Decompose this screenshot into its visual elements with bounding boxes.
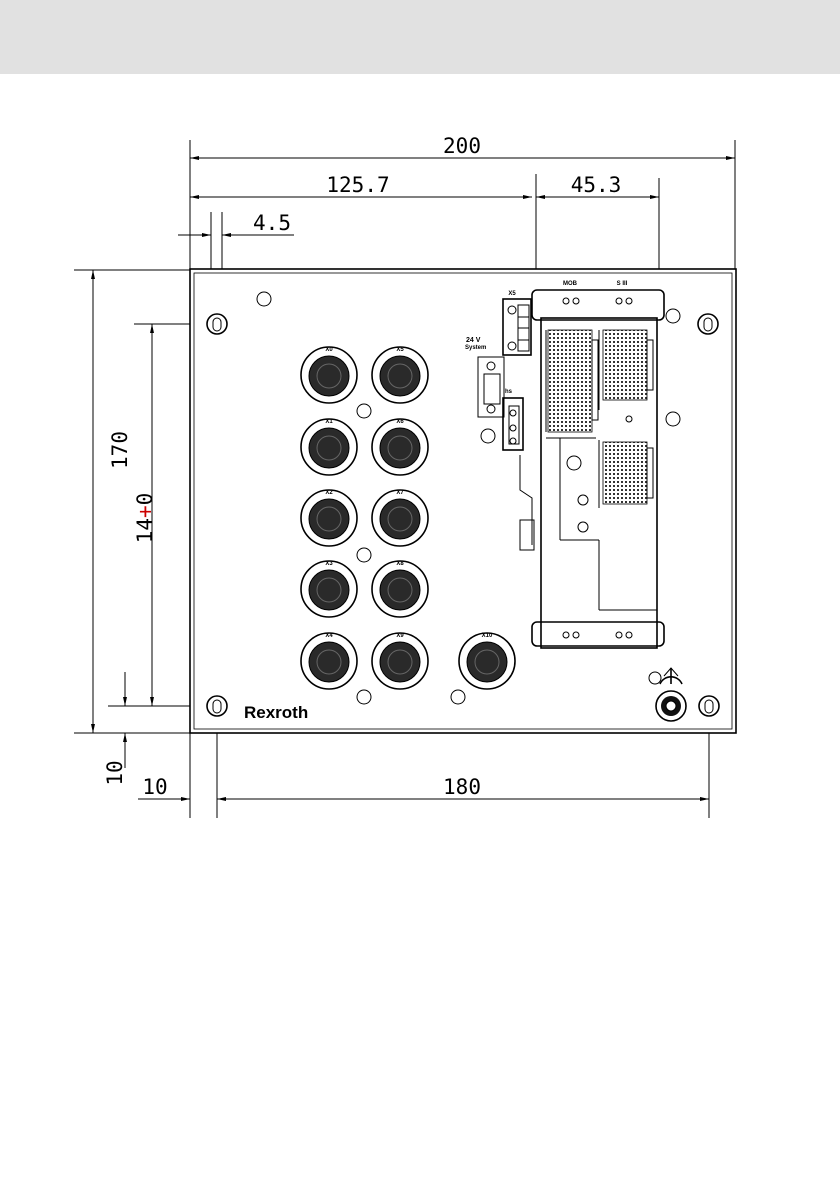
dim-left-offset: 10	[142, 775, 167, 799]
connector-label: X8	[396, 561, 404, 567]
connector-label: X10	[482, 633, 493, 639]
small-label: hs	[505, 389, 513, 395]
connector-label: X5	[396, 347, 404, 353]
connector-label: X3	[325, 561, 333, 567]
dim-hole-offset: 4.5	[253, 211, 291, 235]
dim-hole-spacing-h: 180	[443, 775, 481, 799]
dim-hole-spacing-v-post: 0	[133, 493, 157, 506]
supply-label-line2: System	[465, 345, 486, 351]
connector-label: X4	[325, 633, 333, 639]
pin-header-right-top	[603, 330, 647, 400]
dim-overall-height: 170	[108, 431, 132, 469]
pin-header-left	[548, 330, 592, 432]
connector-label: X0	[325, 347, 333, 353]
connector-label: X9	[396, 633, 404, 639]
terminal-label: X5	[508, 291, 516, 297]
pin-header-right-bottom	[603, 442, 647, 504]
supply-label-line1: 24 V	[466, 337, 481, 344]
connector-label: X6	[396, 419, 404, 425]
brand-logo: Rexroth	[244, 703, 308, 722]
panel: X0 X5 X1 X6 X2 X7 X3 X8	[190, 269, 736, 733]
dim-center-mark: +	[133, 505, 157, 518]
connector-label: X2	[325, 490, 333, 496]
dim-overall-width: 200	[443, 134, 481, 158]
dim-hole-spacing-v: 14+0	[133, 493, 157, 544]
dim-card-width: 45.3	[571, 173, 622, 197]
card-label-left: MOB	[563, 281, 578, 287]
connector-label: X7	[396, 490, 404, 496]
dim-bottom-offset: 10	[103, 760, 127, 785]
dim-width-to-card: 125.7	[326, 173, 389, 197]
dim-hole-spacing-v-pre: 14	[133, 518, 157, 543]
connector-label: X1	[325, 419, 333, 425]
panel-outline	[190, 269, 736, 733]
card-label-right: S III	[617, 281, 628, 287]
